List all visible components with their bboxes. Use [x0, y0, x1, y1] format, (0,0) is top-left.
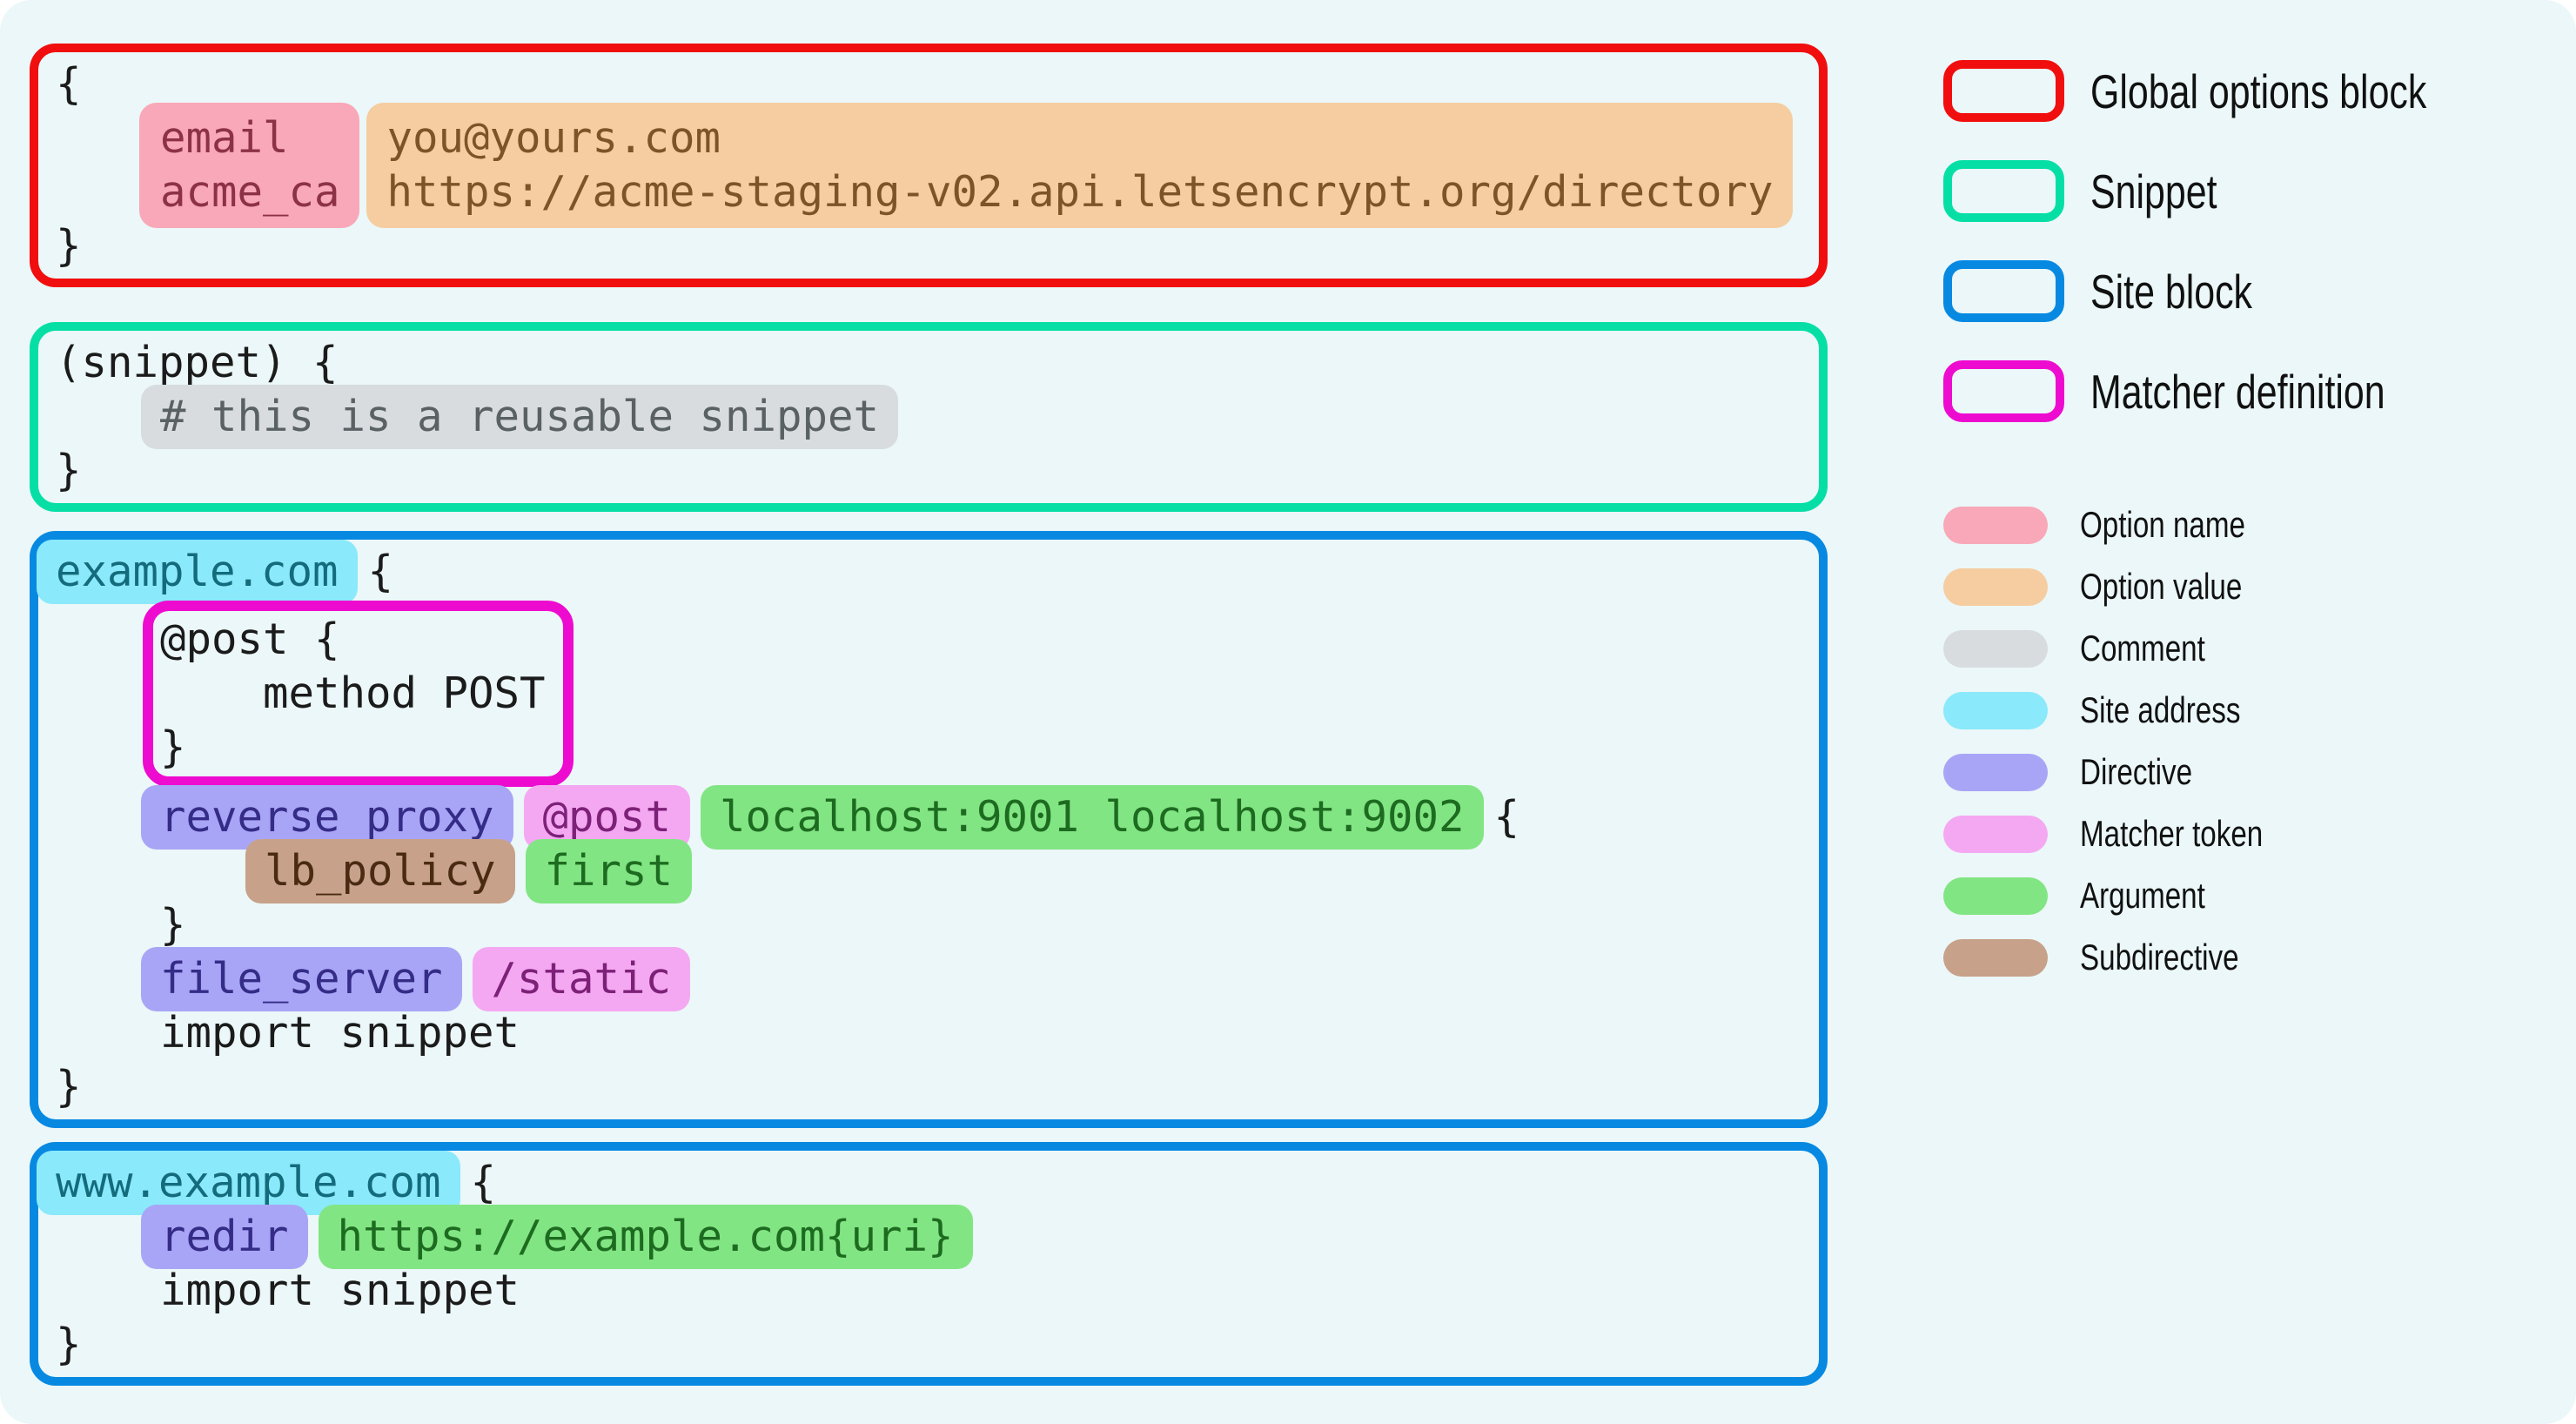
code-text: }: [56, 1062, 82, 1112]
legend-outline-swatch: [1943, 260, 2064, 322]
legend-color-swatch: [1943, 938, 2048, 977]
code-text: {: [367, 547, 394, 596]
code-line: @post {: [160, 613, 546, 667]
option-name-text: acme_ca: [160, 167, 340, 217]
legend-label: Matcher definition: [2090, 364, 2385, 419]
code-text: import snippet: [160, 1008, 520, 1058]
option-value-text: https://acme-staging-v02.api.letsencrypt…: [386, 167, 1774, 217]
legend-outline-swatch: [1943, 60, 2064, 122]
token-arg: https://example.com{uri}: [318, 1205, 973, 1269]
legend-color-swatch: [1943, 691, 2048, 729]
token-comment: # this is a reusable snippet: [141, 385, 899, 449]
code-text: (snippet) {: [56, 338, 339, 387]
code-line: {: [56, 57, 1814, 111]
legend-color-swatch: [1943, 815, 2048, 853]
code-line: method POST: [160, 667, 546, 721]
legend-label: Argument: [2080, 875, 2205, 916]
legend-color-swatch: [1943, 629, 2048, 668]
code-text: import snippet: [160, 1266, 520, 1315]
code-text: {: [1493, 792, 1520, 842]
snippet-block: (snippet) {# this is a reusable snippet}: [30, 322, 1828, 512]
code-line: example.com{: [37, 540, 1814, 604]
legend-label: Comment: [2080, 628, 2205, 668]
code-text: }: [56, 221, 82, 271]
code-line: # this is a reusable snippet: [56, 385, 1814, 449]
legend-item-directive: Directive: [1943, 751, 2521, 793]
code-line: }: [56, 898, 1814, 952]
code-line: import snippet: [56, 1264, 1814, 1318]
legend-label: Option name: [2080, 504, 2245, 545]
code-text: }: [160, 722, 186, 772]
code-line: }: [160, 721, 546, 775]
legend-item-site: Site address: [1943, 689, 2521, 731]
code-line: }: [56, 1318, 1814, 1372]
legend-outline-swatch: [1943, 360, 2064, 422]
legend-color-swatch: [1943, 877, 2048, 915]
code-text: }: [56, 1320, 82, 1369]
code-line: file_server/static: [56, 947, 1814, 1011]
code-line: }: [56, 444, 1814, 498]
token-directive: reverse_proxy: [141, 785, 513, 850]
code-text: {: [470, 1158, 497, 1207]
legend-item-comment: Comment: [1943, 628, 2521, 669]
legend-outline-swatch: [1943, 160, 2064, 222]
token-arg: localhost:9001 localhost:9002: [701, 785, 1484, 850]
code-line: }: [56, 219, 1814, 273]
code-line: (snippet) {: [56, 336, 1814, 390]
legend-item-arg: Argument: [1943, 875, 2521, 917]
code-line: }: [56, 1060, 1814, 1114]
code-text: }: [160, 900, 186, 950]
token-arg: first: [525, 839, 693, 903]
legend-label: Subdirective: [2080, 937, 2239, 977]
site-block-example: example.com{@post { method POST}reverse_…: [30, 531, 1828, 1128]
matcher-definition-row: @post { method POST}: [56, 599, 1814, 790]
legend-label: Site block: [2090, 264, 2252, 319]
code-line: www.example.com{: [37, 1151, 1814, 1215]
legend-label: Snippet: [2090, 164, 2217, 218]
legend-color-swatch: [1943, 506, 2048, 544]
legend-color-swatch: [1943, 753, 2048, 791]
code-text: {: [56, 59, 82, 109]
token-site: www.example.com: [37, 1151, 460, 1215]
legend-label: Option value: [2080, 566, 2243, 607]
legend-item-snippet_border: Snippet: [1943, 160, 2521, 222]
legend-color-swatch: [1943, 568, 2048, 606]
code-text: }: [56, 446, 82, 495]
legend-label: Directive: [2080, 751, 2193, 792]
legend-item-global_border: Global options block: [1943, 60, 2521, 122]
legend-item-matchertoken: Matcher token: [1943, 813, 2521, 855]
token-directive: redir: [141, 1205, 308, 1269]
legend-label: Matcher token: [2080, 813, 2264, 854]
code-text: method POST: [160, 668, 546, 718]
legend-item-site_border: Site block: [1943, 260, 2521, 322]
legend-label: Global options block: [2090, 64, 2427, 118]
legend-label: Site address: [2080, 689, 2241, 730]
legend-item-subdir: Subdirective: [1943, 937, 2521, 978]
matcher-definition-box: @post { method POST}: [143, 601, 574, 787]
legend-item-optvalue: Option value: [1943, 566, 2521, 608]
token-subdir: lb_policy: [245, 839, 515, 903]
token-matchertoken: /static: [472, 947, 691, 1011]
token-site: example.com: [37, 540, 358, 604]
token-matchertoken: @post: [523, 785, 691, 850]
code-line: import snippet: [56, 1006, 1814, 1060]
legend-item-optname: Option name: [1943, 504, 2521, 546]
token-directive: file_server: [141, 947, 462, 1011]
option-name-text: email: [160, 113, 289, 163]
legend-item-matcher_border: Matcher definition: [1943, 360, 2521, 422]
code-text: @post {: [160, 615, 340, 664]
option-value-text: you@yours.com: [386, 113, 721, 163]
